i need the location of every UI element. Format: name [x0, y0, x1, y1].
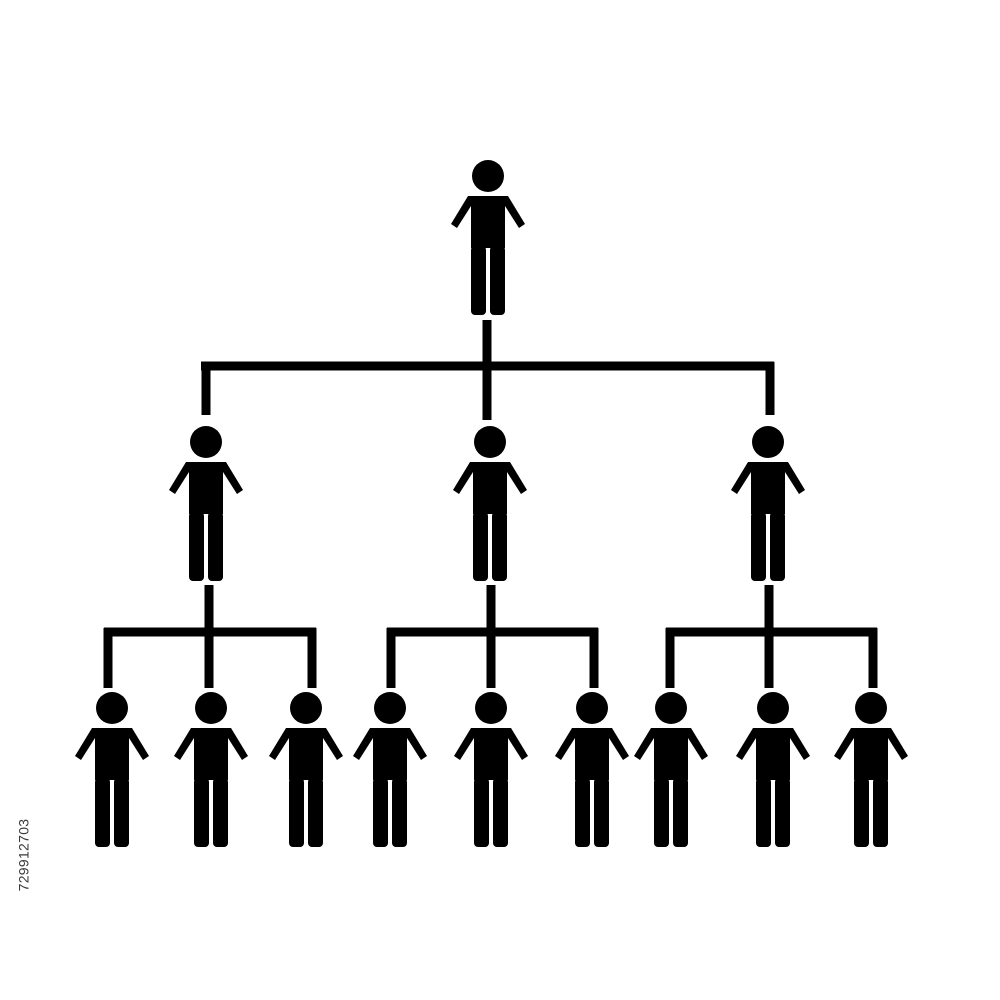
- person-m3-icon: [731, 426, 805, 581]
- person-e4-icon: [353, 692, 427, 847]
- person-e2-icon: [174, 692, 248, 847]
- person-e7-icon: [634, 692, 708, 847]
- person-e3-icon: [269, 692, 343, 847]
- connector-lines: [103, 320, 878, 688]
- stock-id-text: 729912703: [15, 818, 31, 892]
- person-e1-icon: [75, 692, 149, 847]
- person-m2-icon: [453, 426, 527, 581]
- stock-id-watermark: 729912703: [12, 765, 34, 945]
- person-e6-icon: [555, 692, 629, 847]
- person-e9-icon: [834, 692, 908, 847]
- person-e5-icon: [454, 692, 528, 847]
- person-root-icon: [451, 160, 525, 315]
- person-e8-icon: [736, 692, 810, 847]
- person-m1-icon: [169, 426, 243, 581]
